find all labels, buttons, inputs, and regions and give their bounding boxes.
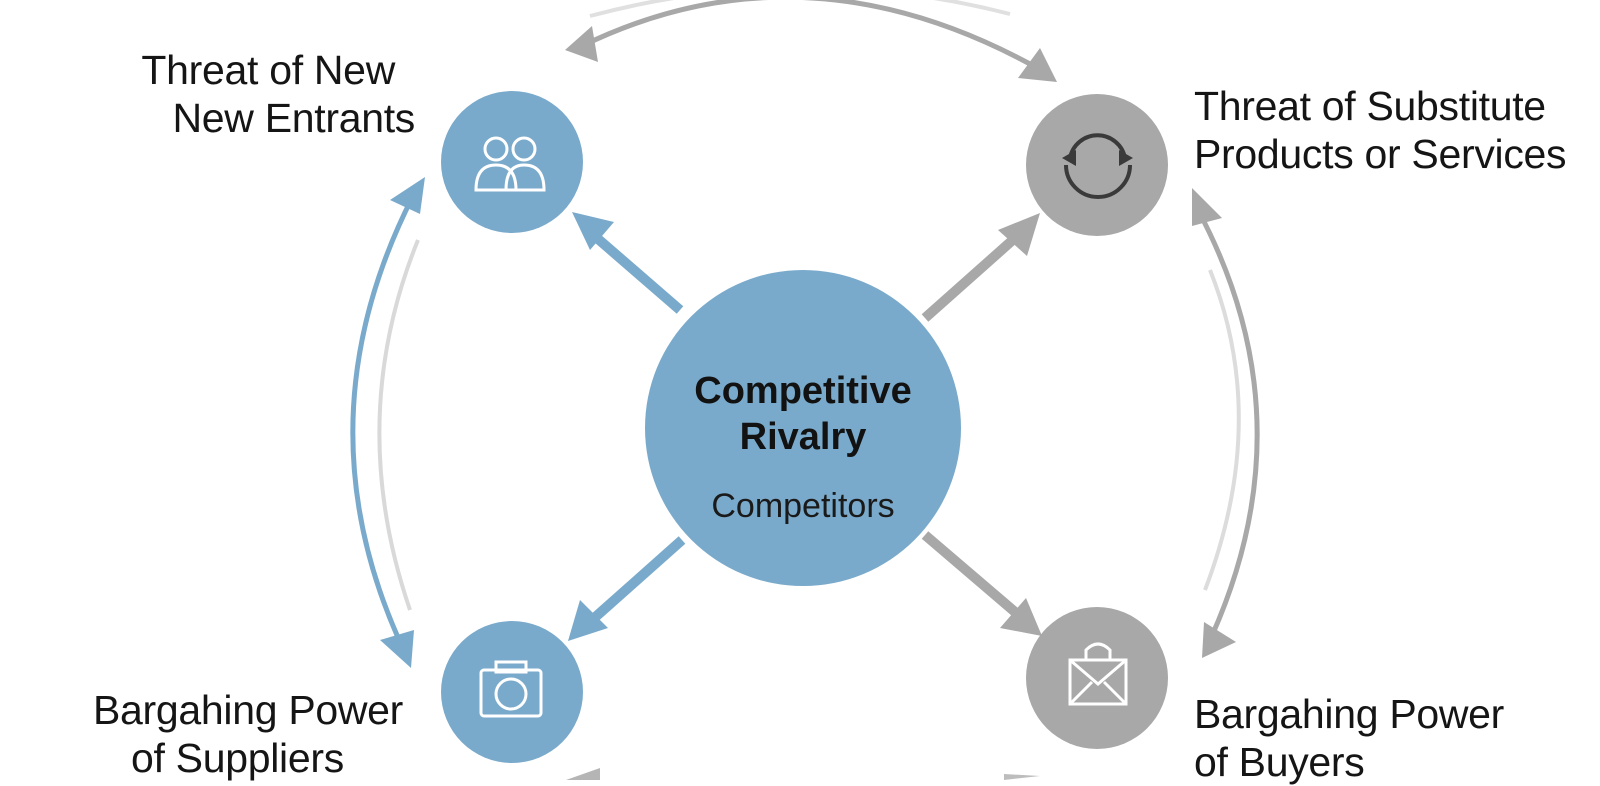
- center-title-line2: Rivalry: [739, 416, 867, 458]
- left-arc-inner: [377, 239, 420, 611]
- substitutes-label-line1: Threat of Substitute: [1194, 83, 1546, 129]
- new-entrants-node: [441, 91, 583, 233]
- new-entrants-label-line2: New Entrants: [172, 95, 415, 141]
- suppliers-label-line1: Bargahing Power: [93, 687, 404, 733]
- right-arc-inner: [1203, 269, 1241, 591]
- buyers-node: [1026, 607, 1168, 749]
- buyers-circle: [1026, 607, 1168, 749]
- top-arc-right-arrowhead: [1018, 48, 1057, 82]
- arrow-to-substitutes: [921, 234, 1019, 322]
- suppliers-label-line2: of Suppliers: [131, 735, 344, 781]
- suppliers-label: Bargahing Power of Suppliers: [93, 686, 403, 782]
- competitive-rivalry-circle: [645, 270, 961, 586]
- top-arc-shadow: [589, 0, 1011, 18]
- substitutes-label: Threat of Substitute Products or Service…: [1194, 82, 1567, 178]
- outer-arcs: [350, 0, 1260, 780]
- suppliers-node: [441, 621, 583, 763]
- right-arc-bottom-arrowhead: [1202, 622, 1236, 658]
- substitutes-label-line2: Products or Services: [1194, 131, 1567, 177]
- buyers-label: Bargahing Power of Buyers: [1194, 690, 1504, 786]
- arrow-to-substitutes-head: [998, 213, 1040, 256]
- substitutes-node: [1026, 94, 1168, 236]
- new-entrants-label-line1: Threat of New: [141, 47, 395, 93]
- camera-icon: [479, 660, 543, 718]
- buyers-label-line1: Bargahing Power: [1194, 691, 1505, 737]
- left-arc: [350, 196, 415, 644]
- arrow-to-suppliers: [588, 536, 686, 624]
- radial-arrows: [568, 212, 1042, 641]
- bottom-right-arrowhead: [1004, 774, 1040, 780]
- right-arc-top-arrowhead: [1192, 188, 1222, 226]
- users-icon: [474, 136, 546, 192]
- top-arc: [580, 0, 1032, 67]
- arrow-to-suppliers-head: [568, 600, 608, 641]
- left-arc-top-arrowhead: [390, 177, 425, 214]
- shopping-bag-icon: [1068, 642, 1128, 706]
- buyers-label-line2: of Buyers: [1194, 739, 1365, 785]
- arrow-to-buyers-head: [1000, 598, 1042, 636]
- right-arc: [1195, 208, 1260, 642]
- left-arc-bottom-arrowhead: [380, 630, 414, 668]
- center-subtitle: Competitors: [711, 487, 895, 525]
- bottom-left-arrowhead: [566, 768, 600, 780]
- substitutes-circle: [1026, 94, 1168, 236]
- refresh-icon: [1062, 133, 1133, 199]
- arrow-to-new-entrants-head: [572, 212, 614, 250]
- top-arc-left-arrowhead: [565, 26, 598, 62]
- arrow-to-new-entrants: [586, 228, 684, 314]
- center-title-line1: Competitive: [694, 370, 912, 412]
- suppliers-circle: [441, 621, 583, 763]
- new-entrants-circle: [441, 91, 583, 233]
- new-entrants-label: Threat of New New Entrants: [120, 46, 415, 142]
- arrow-to-buyers: [921, 531, 1019, 616]
